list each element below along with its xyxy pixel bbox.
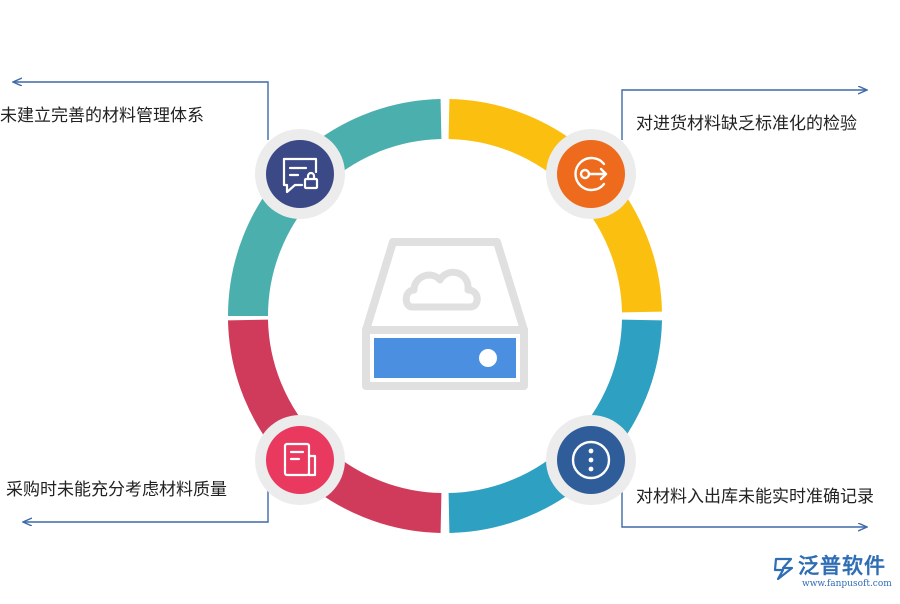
brand-watermark: 泛普软件 www.fanpusoft.com bbox=[772, 553, 892, 593]
more-vertical-icon bbox=[571, 440, 611, 480]
connector-bottom-right bbox=[621, 476, 866, 527]
label-top-left: 未建立完善的材料管理体系 bbox=[0, 106, 204, 126]
brand-url: www.fanpusoft.com bbox=[802, 579, 892, 589]
connector-top-right bbox=[621, 90, 866, 140]
brand-name: 泛普软件 bbox=[798, 554, 886, 578]
node-top-left bbox=[255, 129, 345, 219]
node-top-right bbox=[546, 129, 636, 219]
node-bottom-left bbox=[255, 415, 345, 505]
document-icon bbox=[283, 442, 317, 477]
chat-lock-icon bbox=[282, 157, 319, 194]
label-top-right: 对进货材料缺乏标准化的检验 bbox=[636, 114, 857, 134]
node-bottom-right bbox=[546, 415, 636, 505]
cloud-storage-icon bbox=[362, 238, 528, 390]
connector-top-left bbox=[14, 82, 269, 140]
brand-logo-icon bbox=[773, 557, 794, 581]
login-arrow-icon bbox=[574, 156, 608, 192]
label-bottom-right: 对材料入出库未能实时准确记录 bbox=[636, 487, 874, 507]
label-bottom-left: 采购时未能充分考虑材料质量 bbox=[6, 480, 227, 500]
